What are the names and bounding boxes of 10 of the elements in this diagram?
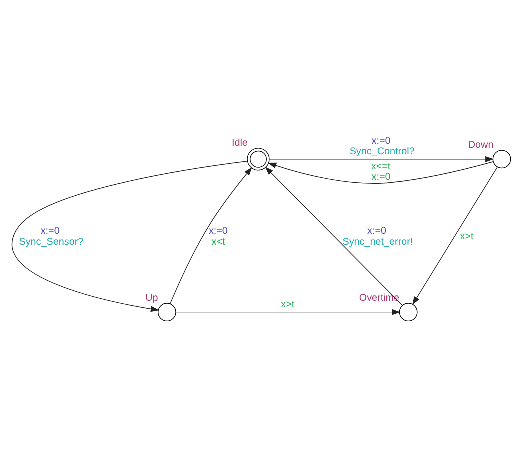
node-label: Down: [468, 140, 494, 151]
edge-label: x<=t x:=0: [370, 161, 390, 184]
edge-label: x>t: [460, 232, 474, 243]
edge-label: x:=0 x<t: [208, 226, 228, 248]
edge-label: x>t: [280, 300, 294, 311]
edge-label: x:=0 Sync_net_error!: [342, 226, 413, 248]
node-label: Idle: [231, 138, 248, 149]
edge-label: x:=0 Sync_Control?: [349, 136, 414, 158]
node-label: Up: [145, 292, 158, 304]
edge-label: x:=0 Sync_Sensor?: [18, 226, 84, 248]
